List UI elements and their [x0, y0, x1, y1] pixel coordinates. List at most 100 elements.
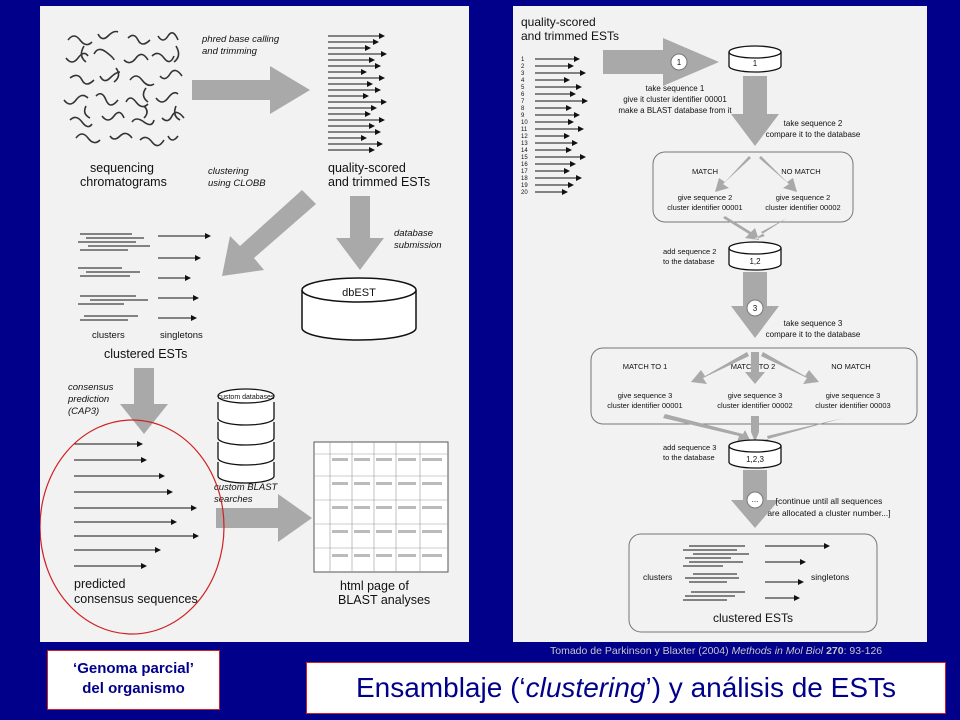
row-number: 6 — [521, 92, 525, 98]
phred-label-1: phred base calling — [201, 34, 280, 45]
row-number: 15 — [521, 155, 528, 161]
continue-line1: [continue until all sequences — [776, 496, 883, 506]
html-label-2: BLAST analyses — [338, 593, 430, 607]
final-box — [628, 533, 878, 633]
row-number: 2 — [521, 64, 525, 70]
match-box-1 — [652, 151, 854, 223]
slide-title: Ensamblaje (‘clustering’) y análisis de … — [306, 662, 946, 714]
row-number: 1 — [521, 57, 525, 63]
merge-arrow-2 — [663, 414, 843, 442]
consensus-lines — [74, 441, 199, 569]
ellipsis-badge-text: ... — [752, 495, 759, 504]
add2-line2: to the database — [663, 257, 715, 266]
genoma-parcial-box: ‘Genoma parcial’ del organismo — [47, 650, 220, 710]
custom-blast-label-2: searches — [214, 494, 253, 505]
continue-line2: are allocated a cluster number...] — [767, 508, 890, 518]
db1-label: 1 — [753, 59, 758, 68]
citation: Tomado de Parkinson y Blaxter (2004) Met… — [550, 645, 882, 657]
clustered-label: clustered ESTs — [104, 347, 187, 361]
give3c-line1: give sequence 3 — [826, 391, 881, 400]
clustering-flow-diagram: quality-scored and trimmed ESTs 12345678… — [521, 15, 918, 633]
arrow-phred — [192, 66, 310, 114]
genoma-line2: del organismo — [82, 680, 185, 697]
split-arrow-left-1 — [715, 156, 751, 192]
match-label: MATCH — [692, 167, 718, 176]
final-cluster-lines — [683, 545, 749, 601]
chromatogram-squiggles — [63, 30, 185, 147]
consensus-label-3: (CAP3) — [68, 406, 99, 417]
split-arrow-mid-2 — [745, 352, 765, 384]
final-clusters-label: clusters — [643, 572, 672, 582]
arrow-step1 — [603, 38, 719, 86]
give3a-line2: cluster identifier 00001 — [607, 401, 682, 410]
dbest-cylinder — [301, 277, 417, 341]
title-prefix: Ensamblaje (‘ — [355, 672, 526, 703]
predicted-label-2: consensus sequences — [74, 592, 198, 606]
predicted-label-1: predicted — [74, 577, 125, 591]
ellipsis-badge — [746, 491, 764, 509]
give2a-line1: give sequence 2 — [678, 193, 733, 202]
take1-line1: take sequence 1 — [646, 84, 705, 93]
arrow-consensus — [120, 368, 168, 434]
take1-line3: make a BLAST database from it — [618, 106, 732, 115]
give2b-line1: give sequence 2 — [776, 193, 831, 202]
db2-cylinder — [728, 241, 782, 271]
match-to1-label: MATCH TO 1 — [623, 362, 668, 371]
citation-pages: : 93-126 — [843, 645, 883, 657]
give2b-line2: cluster identifier 00002 — [765, 203, 840, 212]
clusters-label: clusters — [92, 330, 125, 341]
custom-blast-label-1: custom BLAST — [214, 482, 279, 493]
custom-db-label: custom databases — [218, 394, 275, 401]
quality-label-2: and trimmed ESTs — [328, 175, 430, 189]
give3b-line2: cluster identifier 00002 — [717, 401, 792, 410]
row-number: 17 — [521, 169, 528, 175]
give3b-line1: give sequence 3 — [728, 391, 783, 400]
row-number: 9 — [521, 113, 525, 119]
db1-cylinder — [728, 45, 782, 73]
row-number: 14 — [521, 148, 528, 154]
highlight-ellipse — [39, 419, 225, 635]
nomatch-label: NO MATCH — [781, 167, 820, 176]
final-clustered-label: clustered ESTs — [713, 611, 793, 625]
take1-line2: give it cluster identifier 00001 — [623, 95, 727, 104]
row-number: 16 — [521, 162, 528, 168]
dbest-label: dbEST — [342, 287, 376, 299]
arrow-blast — [216, 494, 312, 542]
html-table-thumbnail — [313, 441, 449, 573]
take3-line1: take sequence 3 — [784, 319, 843, 328]
give3c-line2: cluster identifier 00003 — [815, 401, 890, 410]
citation-prefix: Tomado de Parkinson y Blaxter (2004) — [550, 645, 732, 657]
step3-badge-text: 3 — [753, 304, 758, 313]
take2-line1: take sequence 2 — [784, 119, 843, 128]
cluster-lines — [78, 233, 150, 321]
sequencing-label-2: chromatograms — [80, 175, 167, 189]
row-number: 3 — [521, 71, 525, 77]
give3a-line1: give sequence 3 — [618, 391, 673, 400]
arrow-database — [336, 196, 384, 270]
split-arrow-right-1 — [759, 156, 797, 192]
consensus-label-2: prediction — [67, 394, 109, 405]
db3-label: 1,2,3 — [746, 455, 764, 464]
row-number: 18 — [521, 176, 528, 182]
clustering-label-2: using CLOBB — [208, 178, 266, 189]
sequencing-label-1: sequencing — [90, 161, 154, 175]
row-number: 11 — [521, 127, 528, 133]
step3-badge — [746, 299, 764, 317]
add3-line2: to the database — [663, 453, 715, 462]
row-number: 20 — [521, 190, 528, 196]
step1-badge-text: 1 — [677, 58, 682, 67]
row-number: 12 — [521, 134, 528, 140]
clustering-label-1: clustering — [208, 166, 249, 177]
title-italic: clustering — [525, 672, 646, 703]
consensus-label-1: consensus — [68, 382, 114, 393]
database-label-1: database — [394, 228, 433, 239]
row-number: 19 — [521, 183, 528, 189]
genoma-line1: ‘Genoma parcial’ — [73, 660, 194, 677]
row-number: 8 — [521, 106, 525, 112]
quality-label-1: quality-scored — [328, 161, 406, 175]
final-singleton-lines — [765, 543, 830, 601]
give2a-line2: cluster identifier 00001 — [667, 203, 742, 212]
custom-db-stack — [217, 388, 275, 484]
rd-header-1: quality-scored — [521, 15, 596, 29]
